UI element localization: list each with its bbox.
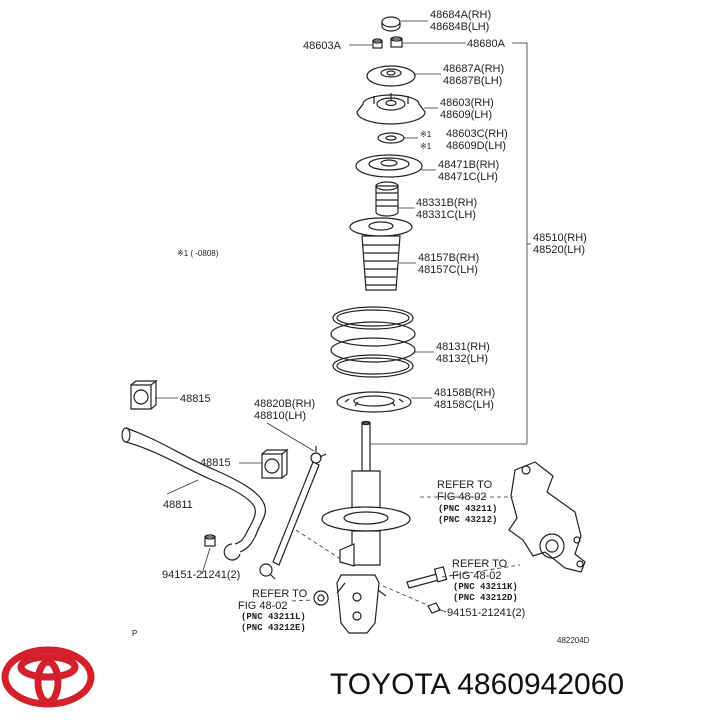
nut-94151-left [204, 534, 216, 547]
label-48603c: 48603C(RH)48609D(LH) [446, 128, 508, 152]
label-48820: 48820B(RH)48810(LH) [254, 398, 315, 422]
stabilizer-link [259, 446, 327, 580]
nut-48680a [390, 36, 403, 48]
page-marker: P [132, 629, 137, 638]
boot-48157 [349, 217, 413, 291]
washer-48603c [377, 132, 405, 144]
label-48680a: 48680A [467, 38, 506, 50]
leader-lines [155, 20, 531, 613]
strut-assembly-drawings [121, 16, 586, 634]
support-48603 [356, 93, 426, 125]
label-48684: 48684A(RH)48684B(LH) [430, 9, 491, 33]
nut-48603a [372, 38, 383, 49]
label-48331: 48331B(RH)48331C(LH) [416, 197, 477, 221]
spring-48131 [330, 306, 416, 378]
footnote: ※1 ( -0808) [177, 249, 219, 258]
label-48603a: 48603A [303, 40, 342, 52]
refer-2-pnc: (PNC 43211K)(PNC 43212D) [453, 582, 518, 603]
label-48815-lower: 48815 [200, 457, 231, 469]
refer-3-pnc: (PNC 43211L)(PNC 43212E) [241, 612, 306, 633]
steering-knuckle [508, 461, 586, 573]
label-48157: 48157B(RH)48157C(LH) [418, 252, 479, 276]
insulator-48687 [366, 65, 416, 87]
refer-1-pnc: (PNC 43211)(PNC 43212) [438, 504, 497, 525]
toyota-logo [1, 646, 95, 708]
part-labels: 48684A(RH)48684B(LH) 48603A 48680A 48687… [162, 9, 587, 619]
bushing-48815-upper [130, 379, 158, 410]
label-48131: 48131(RH)48132(LH) [436, 341, 490, 365]
cap-48684 [381, 16, 401, 32]
bushing-48815-lower [261, 448, 289, 479]
note-mark-1: ※1 [420, 130, 432, 139]
note-mark-2: ※1 [420, 142, 432, 151]
label-94151-right: 94151-21241(2) [447, 607, 525, 619]
label-48815-upper: 48815 [180, 393, 211, 405]
label-48603: 48603(RH)48609(LH) [440, 97, 494, 121]
figure-code: 482204D [557, 636, 590, 645]
label-48510: 48510(RH)48520(LH) [533, 232, 587, 256]
label-48687: 48687A(RH)48687B(LH) [443, 63, 504, 87]
bumper-48331 [375, 181, 399, 217]
label-48811: 48811 [163, 499, 193, 511]
knuckle-bolts [313, 566, 448, 614]
shock-absorber [321, 420, 411, 634]
insulator-48158 [336, 391, 412, 413]
stabilizer-bar [121, 427, 266, 561]
seat-48471 [355, 154, 423, 178]
label-94151-left: 94151-21241(2) [162, 569, 240, 581]
label-48471: 48471B(RH)48471C(LH) [438, 159, 499, 183]
brand-part-number: TOYOTA 4860942060 [330, 668, 624, 701]
label-48158: 48158B(RH)48158C(LH) [434, 387, 495, 411]
